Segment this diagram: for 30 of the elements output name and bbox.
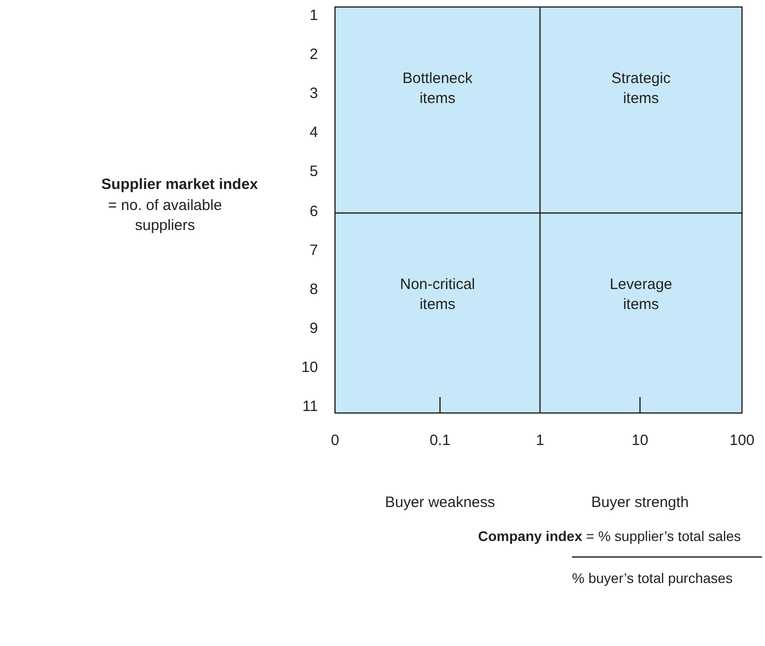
axis-tick-label: 9 (310, 320, 318, 337)
axis-tick-label: 7 (310, 242, 318, 259)
formula-text: % buyer’s total purchases (572, 570, 733, 586)
axis-label: Buyer weakness (384, 494, 496, 511)
axis-tick-label: 10 (301, 358, 318, 376)
axis-tick-label: 5 (310, 163, 318, 180)
axis-title-note: = no. of available suppliers (107, 196, 223, 236)
axis-title: Supplier market index (101, 176, 258, 193)
quadrant (335, 7, 540, 213)
axis-label: Buyer strength (591, 494, 689, 511)
quadrant-label: Bottleneck items (401, 69, 474, 109)
quadrant (540, 213, 742, 413)
axis-tick-label: 10 (632, 432, 648, 449)
axis-tick-label: 8 (310, 280, 318, 298)
quadrant (540, 7, 742, 213)
quadrant-label: Non-critical items (398, 275, 476, 315)
quadrant (335, 213, 540, 413)
axis-tick-label: 1 (536, 432, 544, 449)
quadrant-label: Leverage items (608, 275, 674, 315)
axis-tick-label: 2 (310, 46, 318, 64)
axis-tick-label: 11 (302, 398, 318, 415)
quadrant-label: Strategic items (610, 69, 672, 109)
axis-tick-label: 4 (310, 124, 318, 142)
axis-tick-label: 3 (310, 85, 318, 102)
axis-tick-label: 0.1 (430, 432, 450, 449)
formula-text: Company index = % supplier’s total sales (478, 528, 741, 544)
axis-tick-label: 0 (330, 432, 340, 449)
axis-tick-label: 100 (729, 432, 755, 449)
axis-tick-label: 1 (310, 7, 318, 24)
axis-tick-label: 6 (310, 202, 318, 220)
